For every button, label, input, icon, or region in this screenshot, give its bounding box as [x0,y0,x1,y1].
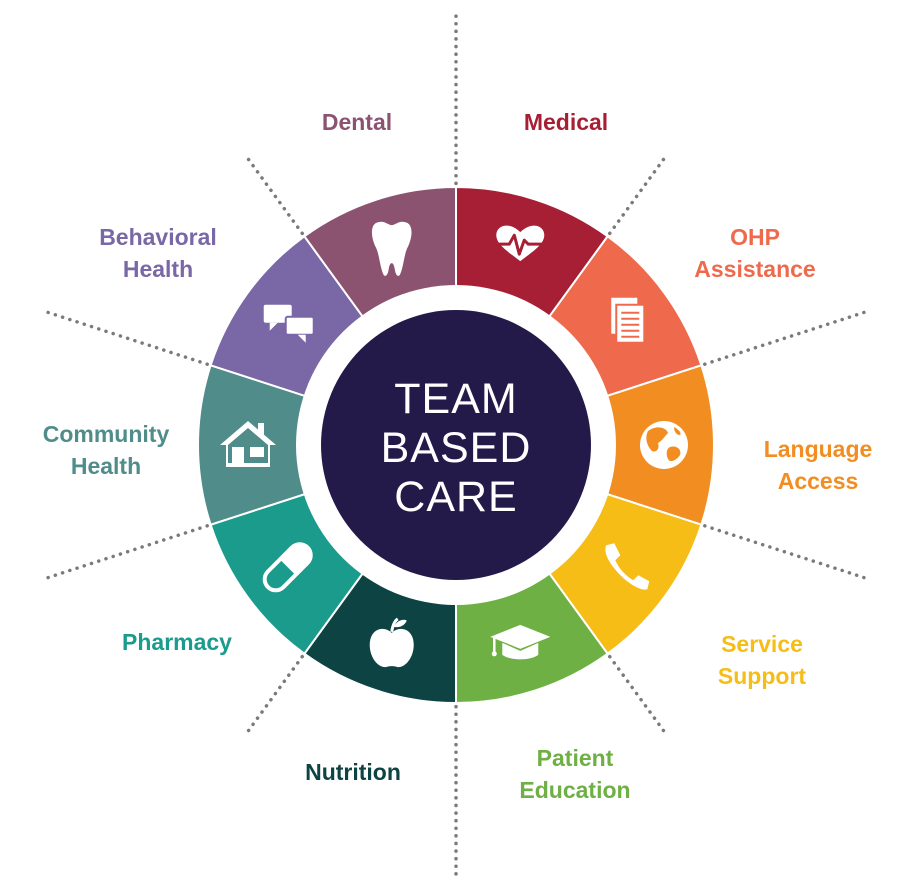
apple-icon [369,617,414,668]
divider-line [40,521,217,582]
center-circle [321,310,591,580]
chat-bubbles-icon [263,304,315,343]
graduation-cap-icon [490,624,551,660]
label-service-support: Service [721,631,803,657]
tooth-icon [371,221,412,276]
label-ohp-assistance: Assistance [694,256,815,282]
label-nutrition: Nutrition [305,759,401,785]
label-pharmacy: Pharmacy [122,629,232,655]
house-icon [220,421,276,467]
divider-line [695,308,872,369]
label-patient-education: Patient [537,745,614,771]
segment-icons [220,221,688,668]
pill-icon [262,542,313,593]
label-dental: Dental [322,109,392,135]
divider-lines [40,13,872,877]
label-patient-education: Education [519,777,630,803]
divider-line [245,648,309,734]
label-language-access: Language [764,436,873,462]
divider-line [603,156,667,242]
center-line-3: CARE [394,473,517,521]
heartbeat-icon [492,225,549,262]
label-behavioral-health: Health [123,256,193,282]
divider-line [40,308,217,369]
globe-icon [640,421,688,469]
label-service-support: Support [718,663,806,689]
label-language-access: Access [778,468,859,494]
label-behavioral-health: Behavioral [99,224,217,250]
center-line-2: BASED [381,424,532,472]
divider-line [603,648,667,734]
center-line-1: TEAM [394,375,517,423]
documents-icon [609,295,646,344]
divider-line [695,521,872,582]
label-medical: Medical [524,109,608,135]
divider-line [245,156,309,242]
label-ohp-assistance: OHP [730,224,780,250]
label-community-health: Community [43,421,170,447]
label-community-health: Health [71,453,141,479]
phone-icon [605,543,650,590]
